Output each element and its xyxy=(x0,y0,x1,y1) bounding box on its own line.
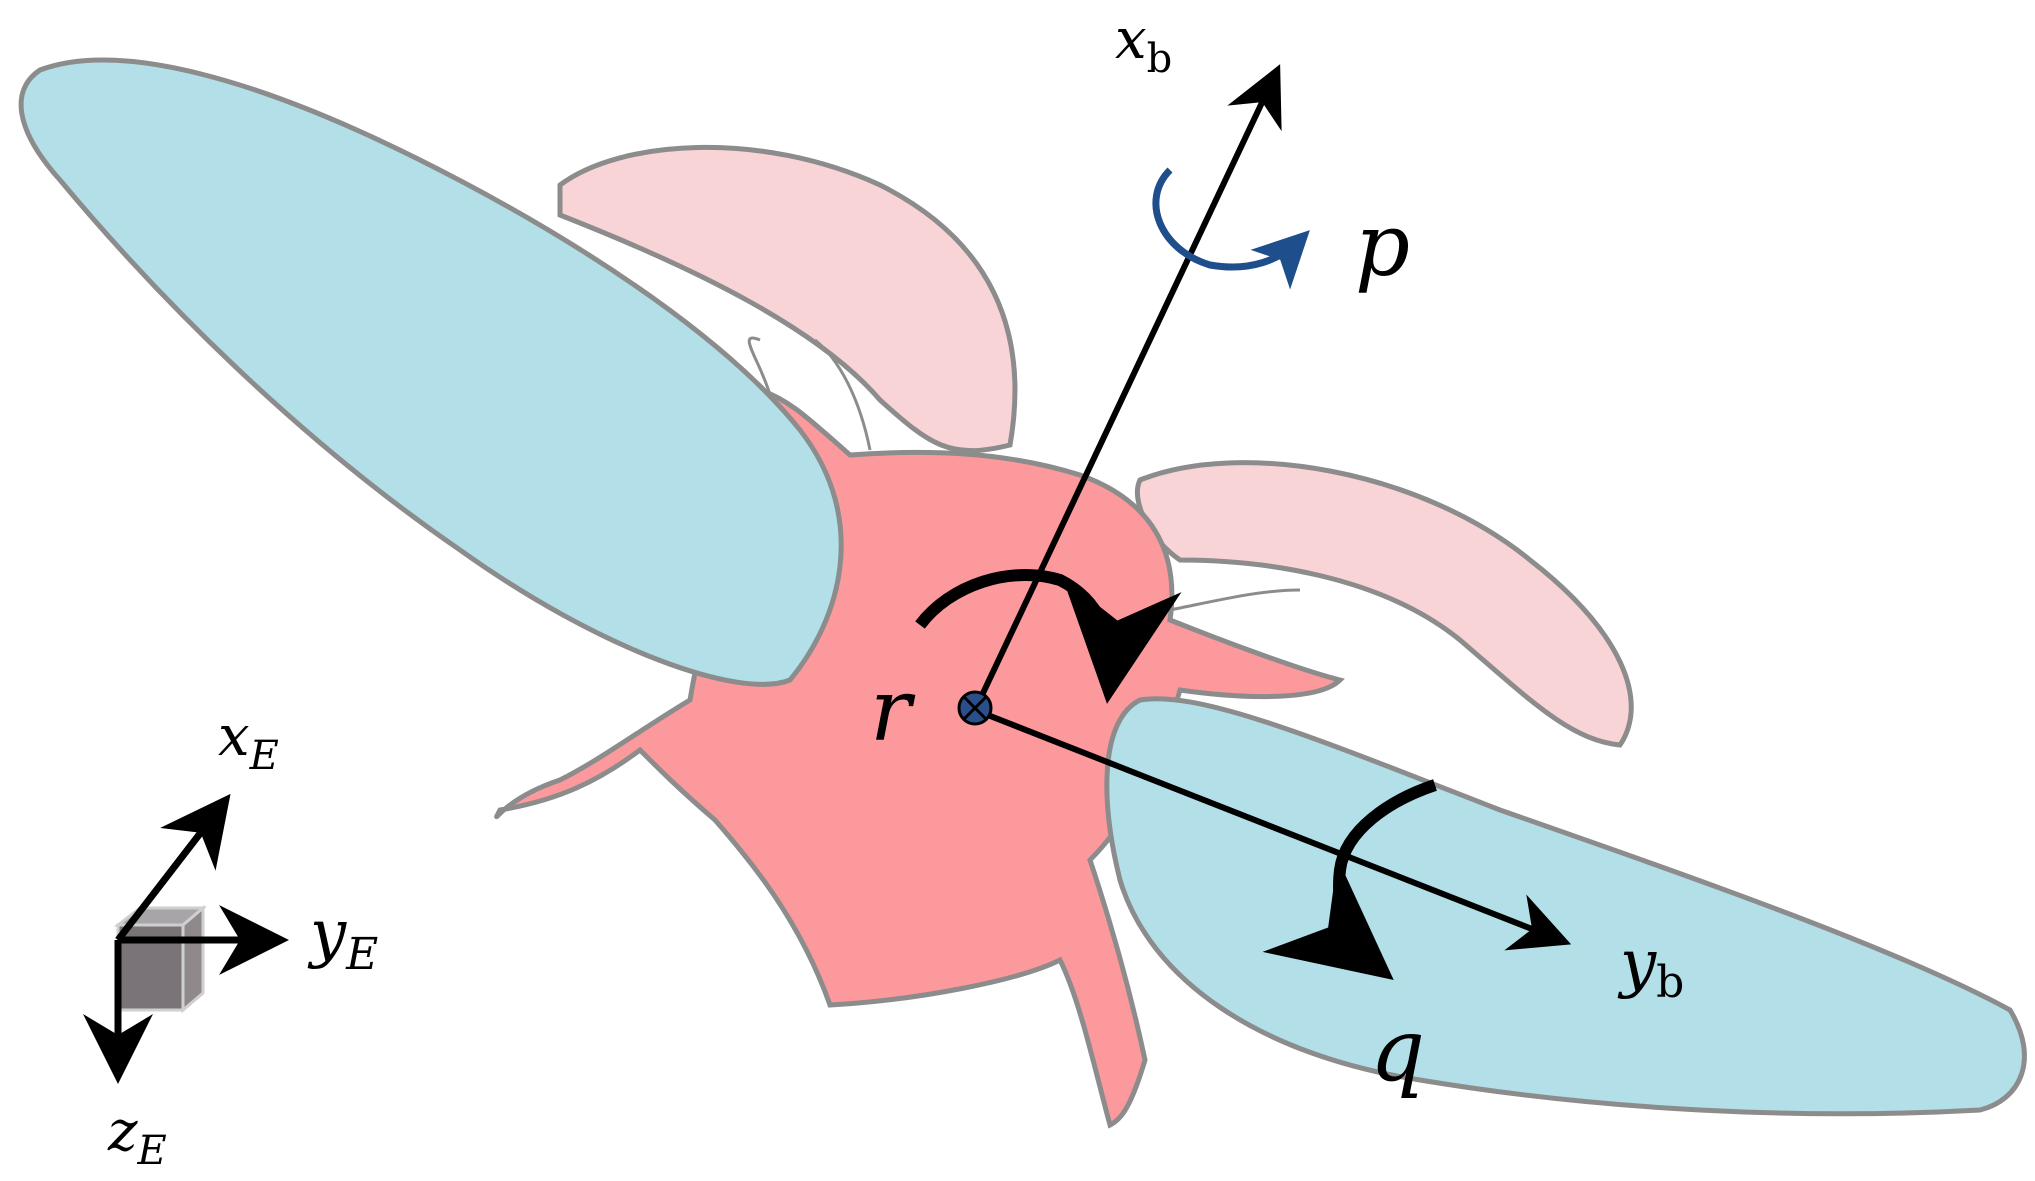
antenna-left xyxy=(747,336,772,396)
label-xE: xE xyxy=(218,704,279,779)
label-zE: zE xyxy=(107,1099,167,1174)
label-p: p xyxy=(1355,196,1410,296)
xb-axis xyxy=(972,64,1282,712)
antenna-right xyxy=(1169,588,1301,612)
label-yb: yb xyxy=(1617,927,1684,1008)
beetle-body xyxy=(494,386,1345,1129)
label-xb: xb xyxy=(1115,7,1172,82)
pitch-q-arrow xyxy=(1262,779,1437,981)
yaw-r-arrow xyxy=(915,569,1182,704)
upper-elytron-wing xyxy=(18,57,844,687)
label-q: q xyxy=(1370,1001,1425,1101)
lower-elytron-wing xyxy=(1104,696,2027,1117)
upper-hind-wing xyxy=(557,144,1018,454)
roll-p-arrow xyxy=(1152,167,1310,290)
label-r: r xyxy=(870,661,916,761)
label-yE: yE xyxy=(307,897,378,980)
lower-hind-wing xyxy=(1134,460,1634,748)
xE-axis xyxy=(115,793,231,943)
yb-axis xyxy=(973,707,1572,951)
antenna-left-2 xyxy=(814,338,872,451)
earth-frame xyxy=(83,793,289,1084)
